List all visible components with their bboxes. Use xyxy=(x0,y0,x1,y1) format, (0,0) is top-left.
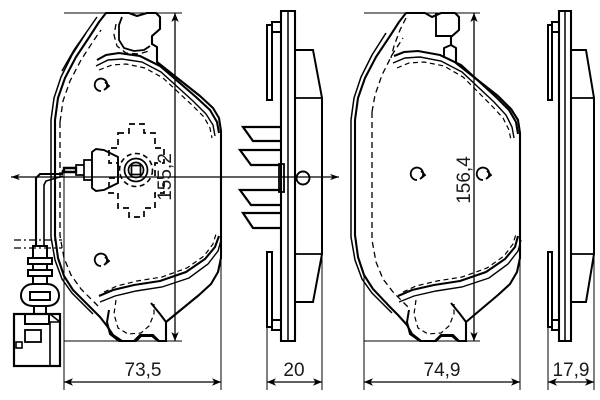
pad-1-upper-diagonal-offset xyxy=(95,58,216,137)
pad-2-front-view xyxy=(350,11,522,343)
pad-2-top-left-dashed xyxy=(390,17,407,59)
pad-2-bottom-lug-dashed xyxy=(413,299,455,335)
pad-2-upper-diagonal-edge xyxy=(393,49,520,135)
sensor-connector xyxy=(12,245,62,368)
dimension-label-pad1-width: 73,5 xyxy=(125,360,162,381)
pad-2-bottom-lug xyxy=(405,302,467,342)
pad-1-upper-diagonal-edge xyxy=(96,51,221,134)
pad-2-friction-dashed-boundary xyxy=(371,37,410,309)
pad-2-rivet-mark-right xyxy=(475,166,493,181)
pad-1-top-ear-detail xyxy=(118,16,151,52)
pad-1-friction-dashed-boundary xyxy=(59,29,102,309)
pad-1-bottom-lug-dashed xyxy=(113,299,155,335)
dimension-pad2-height: 156,4 xyxy=(364,12,480,342)
pad-1-friction-edge-left xyxy=(50,32,87,121)
pad-2-lower-diagonal-offset xyxy=(398,239,522,303)
dimension-pad1-height: 155,2 xyxy=(11,12,339,342)
pad-2-side-friction-block xyxy=(571,49,595,303)
pad-1-lower-diagonal-edge xyxy=(98,235,220,297)
pad-2-top-notch-detail xyxy=(435,13,452,57)
pad-1-side-top-tab xyxy=(271,11,282,33)
pad-2-side-backing-plate xyxy=(557,9,573,343)
pad-1-rivet-mark-upper xyxy=(93,77,111,92)
dimension-label-pad2-width: 74,9 xyxy=(424,360,461,381)
dimension-label-pad2-height: 156,4 xyxy=(454,156,475,204)
pad-2-friction-edge-bottom xyxy=(350,120,393,314)
pad-2-upper-diagonal-dashed xyxy=(396,61,512,141)
pad-1-upper-diagonal-dashed xyxy=(98,63,213,139)
pad-2-upper-diagonal-offset xyxy=(392,56,515,139)
pad-1-rivet-mark-lower xyxy=(93,252,111,267)
dimension-label-pad2-thickness: 17,9 xyxy=(553,360,590,381)
dimension-label-pad1-thickness: 20 xyxy=(283,360,304,381)
pad-1-side-backing-plate xyxy=(279,9,297,343)
pad-2-side-top-tab xyxy=(551,11,560,33)
pad-2-rivet-mark-left xyxy=(409,166,427,181)
pad-1-lower-diagonal-dashed xyxy=(103,233,217,293)
pad-1-bottom-lug xyxy=(105,302,167,342)
pad-2-side-bottom-tab xyxy=(551,319,560,341)
pad-2-lower-diagonal-dashed xyxy=(402,233,517,293)
dimension-pad2-thickness: 17,9 xyxy=(547,252,595,390)
pad-1-friction-edge-bottom xyxy=(50,120,94,315)
dimension-label-pad1-height: 155,2 xyxy=(155,153,176,201)
pad-1-side-spring-clip xyxy=(237,125,285,230)
pad-2-friction-edge-left xyxy=(350,32,387,121)
dimension-pad1-width: 73,5 xyxy=(63,133,222,390)
dimension-pad1-thickness: 20 xyxy=(266,252,323,390)
dimension-pad2-width: 74,9 xyxy=(363,133,521,390)
pad-2-side-top-tab-2 xyxy=(547,24,553,101)
sensor-cable-centerline xyxy=(14,239,62,249)
pad-2-lower-diagonal-edge xyxy=(397,235,520,297)
pad-1-side-top-tab-2 xyxy=(266,24,273,101)
pad-1-side-bottom-tab xyxy=(271,319,282,341)
wear-sensor-assembly xyxy=(12,169,65,368)
